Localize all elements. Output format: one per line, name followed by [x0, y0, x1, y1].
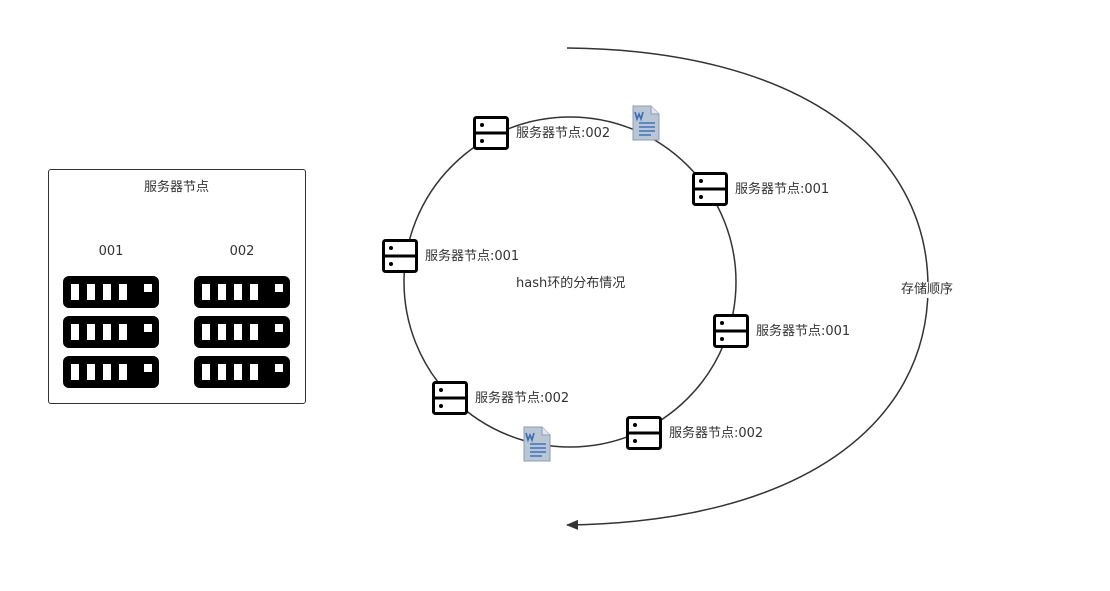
- server-rack-icon: [194, 276, 290, 308]
- ring-center-label: hash环的分布情况: [516, 276, 626, 291]
- word-document-icon: [523, 426, 551, 462]
- server-rack-icon: [63, 276, 159, 308]
- server-node-icon: [473, 116, 509, 150]
- server-rack-icon: [63, 316, 159, 348]
- word-document-icon: [632, 105, 660, 141]
- server-node-icon: [692, 172, 728, 206]
- legend-column-001-label: 001: [98, 244, 124, 259]
- server-node-icon: [713, 314, 749, 348]
- ring-node-label: 服务器节点:002: [475, 391, 570, 406]
- server-node-icon: [626, 416, 662, 450]
- ring-node-label: 服务器节点:002: [516, 126, 611, 141]
- ring-node-label: 服务器节点:001: [735, 182, 830, 197]
- ring-node-label: 服务器节点:001: [425, 249, 520, 264]
- server-node-icon: [432, 381, 468, 415]
- server-legend-box: 服务器节点 001 002: [48, 169, 306, 404]
- storage-order-label: 存储顺序: [901, 282, 954, 298]
- legend-column-002-label: 002: [229, 244, 255, 259]
- hash-ring: [403, 116, 737, 448]
- server-node-icon: [382, 239, 418, 273]
- server-rack-icon: [63, 356, 159, 388]
- ring-node-label: 服务器节点:002: [669, 426, 764, 441]
- server-rack-icon: [194, 356, 290, 388]
- server-rack-icon: [194, 316, 290, 348]
- ring-node-label: 服务器节点:001: [756, 324, 851, 339]
- legend-title: 服务器节点: [143, 180, 209, 195]
